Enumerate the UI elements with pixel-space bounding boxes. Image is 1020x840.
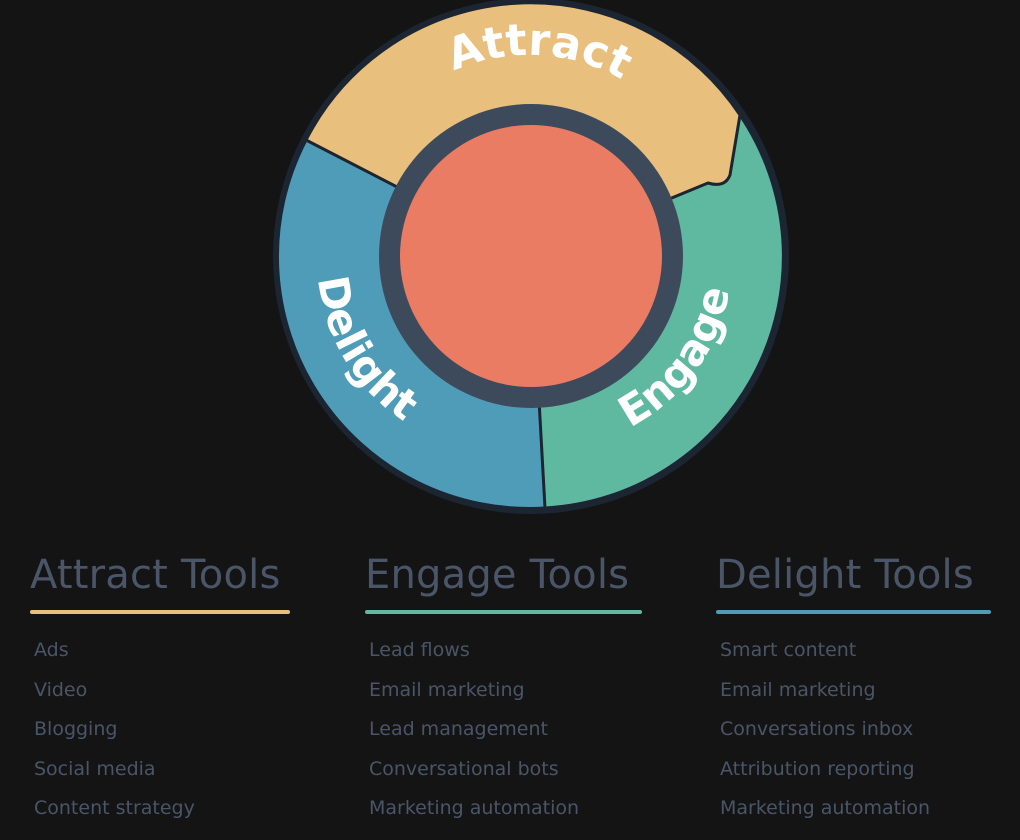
list-item: Content strategy xyxy=(34,797,195,819)
flywheel-diagram: Attract Engage Delight xyxy=(273,0,789,514)
attract-tools-underline xyxy=(30,610,290,614)
list-item: Marketing automation xyxy=(720,797,931,819)
list-item: Email marketing xyxy=(720,678,876,701)
engage-tools-list: Lead flows Email marketing Lead manageme… xyxy=(365,640,642,838)
delight-tools-list: Smart content Email marketing Conversati… xyxy=(716,640,991,838)
list-item: Email marketing xyxy=(369,678,525,701)
engage-tools-column: Engage Tools Lead flows Email marketing … xyxy=(365,548,642,838)
list-item: Conversations inbox xyxy=(720,718,914,740)
delight-tools-underline xyxy=(716,610,991,614)
delight-tools-title: Delight Tools xyxy=(716,552,974,598)
list-item: Lead management xyxy=(369,718,548,740)
delight-tools-column: Delight Tools Smart content Email market… xyxy=(716,548,991,838)
list-item: Lead flows xyxy=(369,639,470,661)
list-item: Video xyxy=(34,678,88,701)
list-item: Smart content xyxy=(720,639,857,661)
attract-tools-column: Attract Tools Ads Video Blogging Social … xyxy=(30,548,290,838)
list-item: Social media xyxy=(34,757,156,780)
list-item: Blogging xyxy=(34,718,118,740)
list-item: Attribution reporting xyxy=(720,757,915,780)
list-item: Ads xyxy=(34,639,69,661)
flywheel-hub xyxy=(400,125,662,387)
attract-tools-list: Ads Video Blogging Social media Content … xyxy=(30,640,290,838)
list-item: Marketing automation xyxy=(369,797,580,819)
list-item: Conversational bots xyxy=(369,757,559,780)
engage-tools-title: Engage Tools xyxy=(365,552,630,598)
attract-tools-title: Attract Tools xyxy=(30,552,281,598)
engage-tools-underline xyxy=(365,610,642,614)
